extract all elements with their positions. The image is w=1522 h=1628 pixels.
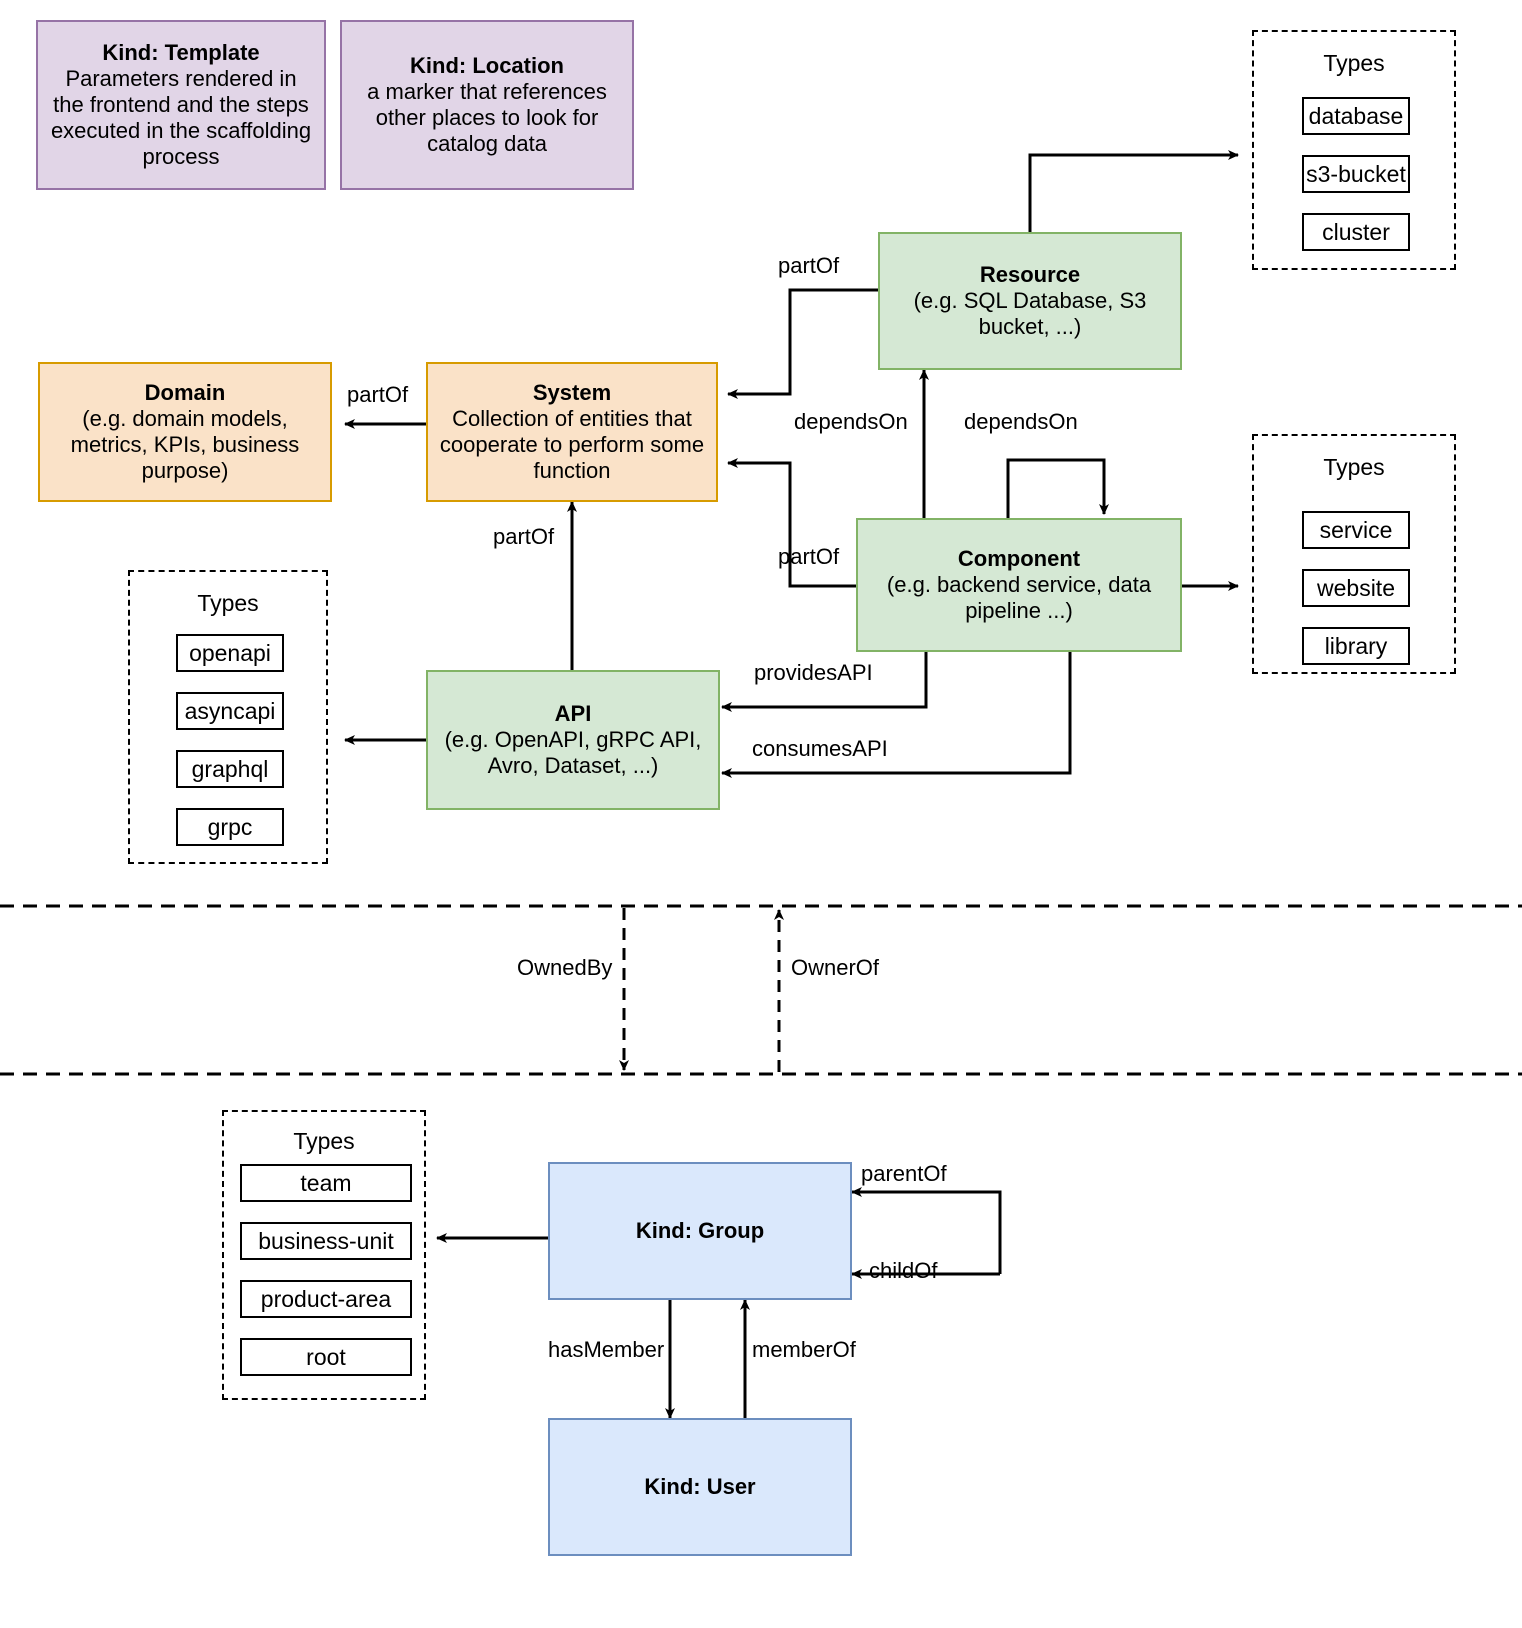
node-api[interactable]: API (e.g. OpenAPI, gRPC API, Avro, Datas… <box>426 670 720 810</box>
wire-resource-partof-system <box>727 288 878 399</box>
type-chip-cluster[interactable]: cluster <box>1302 213 1410 251</box>
edge-label-resource-partof: partOf <box>778 253 840 278</box>
node-group-title: Kind: Group <box>635 1218 765 1244</box>
node-component[interactable]: Component (e.g. backend service, data pi… <box>856 518 1182 652</box>
wire-component-dependson-component <box>1006 458 1109 518</box>
edge-label-component-dependson-component: dependsOn <box>964 409 1078 434</box>
type-chip-team[interactable]: team <box>240 1164 412 1202</box>
node-location-desc: a marker that references other places to… <box>367 79 607 156</box>
node-api-title: API <box>554 701 592 727</box>
node-system-title: System <box>532 380 612 406</box>
node-template[interactable]: Kind: Template Parameters rendered in th… <box>36 20 326 190</box>
type-chip-business-unit[interactable]: business-unit <box>240 1222 412 1260</box>
node-location[interactable]: Kind: Location a marker that references … <box>340 20 634 190</box>
node-domain-title: Domain <box>144 380 226 406</box>
type-chip-service[interactable]: service <box>1302 511 1410 549</box>
edge-label-parentof: parentOf <box>861 1161 947 1186</box>
types-group-resource-label: Types <box>1323 50 1385 76</box>
type-chip-asyncapi[interactable]: asyncapi <box>176 692 284 730</box>
edge-label-providesapi: providesAPI <box>754 660 873 685</box>
edge-label-ownedby: OwnedBy <box>517 955 613 980</box>
node-component-desc: (e.g. backend service, data pipeline ...… <box>886 572 1152 623</box>
type-chip-library[interactable]: library <box>1302 627 1410 665</box>
type-chip-openapi[interactable]: openapi <box>176 634 284 672</box>
edge-label-childof: childOf <box>869 1258 938 1283</box>
node-resource-desc: (e.g. SQL Database, S3 bucket, ...) <box>913 288 1147 339</box>
type-chip-root[interactable]: root <box>240 1338 412 1376</box>
node-system[interactable]: System Collection of entities that coope… <box>426 362 718 502</box>
type-chip-s3-bucket[interactable]: s3-bucket <box>1302 155 1410 193</box>
node-group[interactable]: Kind: Group <box>548 1162 852 1300</box>
edge-label-hasmember: hasMember <box>548 1337 665 1362</box>
types-group-group: Types team business-unit product-area ro… <box>222 1110 426 1400</box>
edge-label-consumesapi: consumesAPI <box>752 736 888 761</box>
types-group-component: Types service website library <box>1252 434 1456 674</box>
node-resource[interactable]: Resource (e.g. SQL Database, S3 bucket, … <box>878 232 1182 370</box>
types-group-component-label: Types <box>1323 454 1385 480</box>
edge-label-api-partof: partOf <box>493 524 555 549</box>
node-location-title: Kind: Location <box>410 53 564 79</box>
type-chip-website[interactable]: website <box>1302 569 1410 607</box>
node-system-desc: Collection of entities that cooperate to… <box>439 406 705 483</box>
node-template-desc: Parameters rendered in the frontend and … <box>50 66 312 169</box>
node-domain[interactable]: Domain (e.g. domain models, metrics, KPI… <box>38 362 332 502</box>
types-group-api-label: Types <box>197 590 259 616</box>
edge-label-memberof: memberOf <box>752 1337 856 1362</box>
type-chip-graphql[interactable]: graphql <box>176 750 284 788</box>
type-chip-product-area[interactable]: product-area <box>240 1280 412 1318</box>
node-resource-title: Resource <box>979 262 1081 288</box>
type-chip-database[interactable]: database <box>1302 97 1410 135</box>
edge-label-system-partof: partOf <box>347 382 409 407</box>
types-group-group-label: Types <box>293 1128 355 1154</box>
node-user[interactable]: Kind: User <box>548 1418 852 1556</box>
node-api-desc: (e.g. OpenAPI, gRPC API, Avro, Dataset, … <box>444 727 702 778</box>
type-chip-grpc[interactable]: grpc <box>176 808 284 846</box>
edge-label-component-partof: partOf <box>778 544 840 569</box>
node-template-title: Kind: Template <box>102 40 260 66</box>
edge-label-component-dependson-resource: dependsOn <box>794 409 908 434</box>
node-user-title: Kind: User <box>644 1474 756 1500</box>
node-component-title: Component <box>957 546 1081 572</box>
edge-label-ownerof: OwnerOf <box>791 955 880 980</box>
wire-resource-to-types <box>1028 150 1239 235</box>
types-group-api: Types openapi asyncapi graphql grpc <box>128 570 328 864</box>
types-group-resource: Types database s3-bucket cluster <box>1252 30 1456 270</box>
node-domain-desc: (e.g. domain models, metrics, KPIs, busi… <box>70 406 300 483</box>
